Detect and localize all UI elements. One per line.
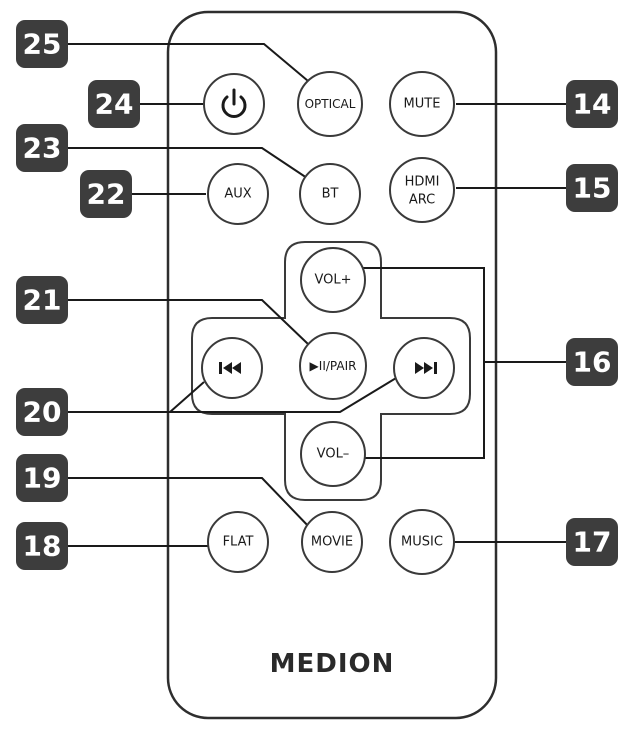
- callout-15-text: 15: [573, 172, 612, 205]
- next-button[interactable]: [393, 337, 455, 399]
- callout-16: 16: [566, 338, 618, 386]
- callout-14-text: 14: [573, 88, 612, 121]
- movie-button[interactable]: MOVIE: [301, 511, 363, 573]
- optical-button[interactable]: OPTICAL: [297, 71, 363, 137]
- flat-button[interactable]: FLAT: [207, 511, 269, 573]
- callout-21-text: 21: [23, 284, 62, 317]
- callout-25: 25: [16, 20, 68, 68]
- callout-20-text: 20: [23, 396, 62, 429]
- skip-back-icon: [219, 362, 241, 374]
- hdmi-label-line2: ARC: [409, 193, 435, 208]
- vol-up-label: VOL+: [314, 273, 351, 288]
- leader-lines: [66, 43, 566, 547]
- vol-up-button[interactable]: VOL+: [300, 247, 366, 313]
- leader-19: [66, 477, 313, 531]
- leader-21: [66, 299, 309, 345]
- mute-button[interactable]: MUTE: [389, 71, 455, 137]
- bt-button[interactable]: BT: [299, 163, 361, 225]
- callout-21: 21: [16, 276, 68, 324]
- optical-label: OPTICAL: [305, 97, 356, 111]
- prev-button[interactable]: [201, 337, 263, 399]
- callout-16-text: 16: [573, 346, 612, 379]
- mute-label: MUTE: [404, 97, 441, 112]
- callout-24: 24: [88, 80, 140, 128]
- power-icon: [221, 88, 247, 118]
- hdmi-label-line1: HDMI: [405, 175, 440, 190]
- aux-button[interactable]: AUX: [207, 163, 269, 225]
- leader-23: [66, 147, 311, 181]
- music-button[interactable]: MUSIC: [389, 509, 455, 575]
- callout-14: 14: [566, 80, 618, 128]
- leader-20b: [170, 371, 407, 413]
- callout-23: 23: [16, 124, 68, 172]
- brand-logo: MEDION: [270, 649, 395, 679]
- callout-17: 17: [566, 518, 618, 566]
- vol-down-button[interactable]: VOL–: [300, 421, 366, 487]
- flat-label: FLAT: [223, 535, 254, 550]
- callout-20: 20: [16, 388, 68, 436]
- power-button[interactable]: [203, 73, 265, 135]
- callout-22: 22: [80, 170, 132, 218]
- hdmi-arc-button[interactable]: HDMI ARC: [389, 157, 455, 223]
- callout-22-text: 22: [87, 178, 126, 211]
- bt-label: BT: [322, 187, 339, 202]
- callout-23-text: 23: [23, 132, 62, 165]
- callout-19-text: 19: [23, 462, 62, 495]
- callout-15: 15: [566, 164, 618, 212]
- callout-17-text: 17: [573, 526, 612, 559]
- callout-18: 18: [16, 522, 68, 570]
- vol-down-label: VOL–: [317, 447, 350, 462]
- callout-24-text: 24: [95, 88, 134, 121]
- callout-25-text: 25: [23, 28, 62, 61]
- movie-label: MOVIE: [311, 535, 353, 550]
- skip-forward-icon: [415, 362, 437, 374]
- music-label: MUSIC: [401, 535, 443, 550]
- leader-25: [66, 43, 315, 87]
- callout-18-text: 18: [23, 530, 62, 563]
- play-pair-label: ▶II/PAIR: [310, 359, 357, 373]
- aux-label: AUX: [224, 187, 251, 202]
- callout-19: 19: [16, 454, 68, 502]
- play-pair-button[interactable]: ▶II/PAIR: [299, 332, 367, 400]
